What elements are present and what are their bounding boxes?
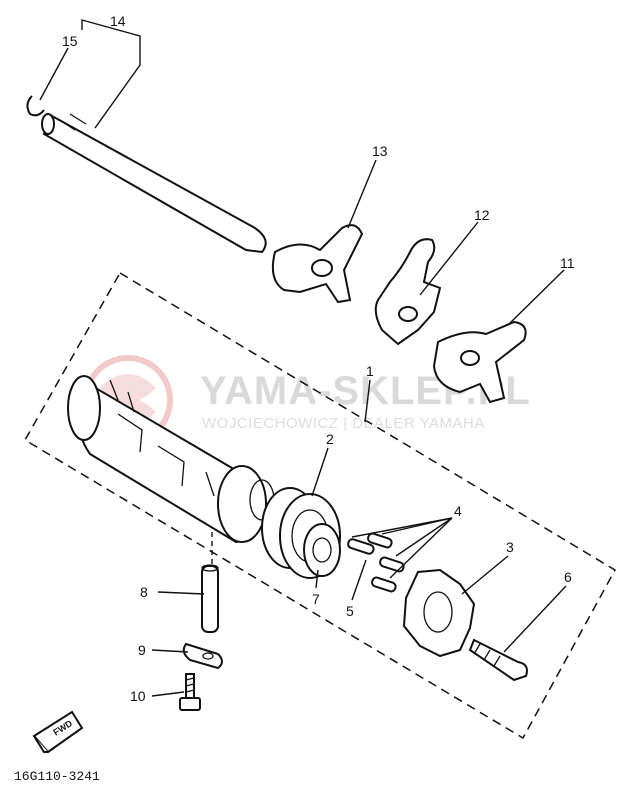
callout-9: 9	[138, 642, 146, 658]
callout-1: 1	[366, 363, 374, 379]
screw	[179, 673, 201, 711]
leader-lines	[39, 19, 567, 697]
callout-6: 6	[564, 569, 572, 585]
fwd-arrow-icon: FWD	[32, 710, 84, 754]
bolt	[468, 638, 528, 682]
watermark-subtitle: WOJCIECHOWICZ | DEALER YAMAHA	[202, 415, 485, 432]
callout-10: 10	[130, 688, 146, 704]
circlip	[26, 95, 45, 117]
callout-13: 13	[372, 143, 388, 159]
callout-8: 8	[140, 584, 148, 600]
callout-4: 4	[454, 503, 462, 519]
segment-plate	[303, 523, 341, 577]
callout-14: 14	[110, 13, 126, 29]
callout-12: 12	[474, 207, 490, 223]
shift-fork-shaft	[41, 113, 267, 254]
drawing-code: 16G110-3241	[14, 769, 100, 784]
callout-labels: 1 2 3 4 5 6 7 8 9 10 11 12 13 14 15	[62, 13, 575, 704]
callout-7: 7	[312, 591, 320, 607]
shift-fork-11	[432, 320, 527, 404]
stopper-plate	[182, 642, 223, 670]
shift-fork-13	[271, 224, 364, 304]
callout-11: 11	[560, 255, 575, 271]
callout-5: 5	[346, 603, 354, 619]
segment	[402, 568, 476, 658]
callout-15: 15	[62, 33, 78, 49]
shift-drum	[67, 375, 275, 544]
dowel-pin	[201, 564, 219, 633]
assembly-group-box	[23, 271, 617, 740]
pins	[347, 532, 405, 593]
shift-fork-12	[374, 238, 442, 346]
callout-3: 3	[506, 539, 514, 555]
callout-2: 2	[326, 431, 334, 447]
